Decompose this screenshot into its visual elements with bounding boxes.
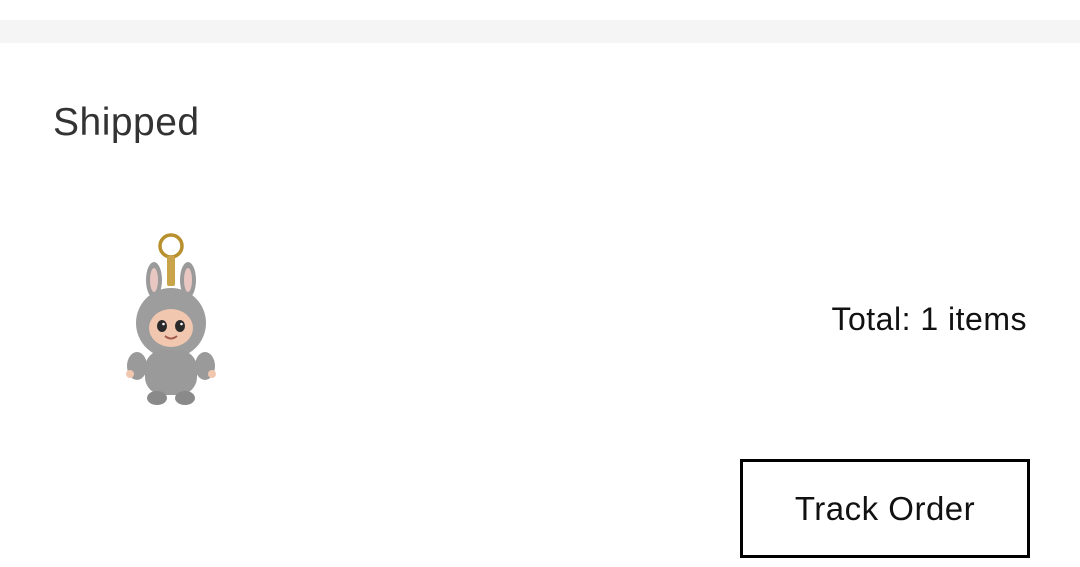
track-order-button[interactable]: Track Order (740, 459, 1030, 558)
order-total-items: Total: 1 items (831, 301, 1027, 337)
order-status: Shipped (53, 101, 200, 144)
top-spacer (0, 0, 1080, 20)
section-divider (0, 20, 1080, 43)
fluffy-bunny-keychain-icon (126, 233, 216, 405)
order-card[interactable]: Shipped (0, 43, 1080, 567)
product-thumbnail[interactable] (110, 228, 230, 413)
